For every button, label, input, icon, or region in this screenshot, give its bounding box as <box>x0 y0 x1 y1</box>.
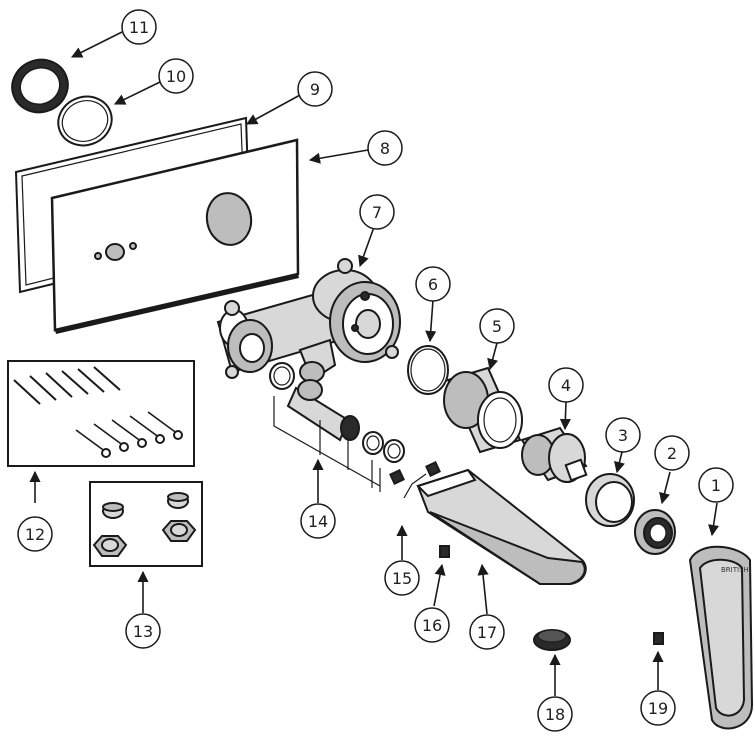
part-17-spout <box>416 468 587 585</box>
part-5-sleeve <box>443 366 523 454</box>
callout-1-label: 1 <box>711 476 721 495</box>
callout-7-label: 7 <box>372 203 382 222</box>
part-13-fittings-box <box>89 481 203 567</box>
part-10-thin-ring <box>57 95 113 147</box>
part-15-grub-screw <box>389 461 441 499</box>
callout-11-label: 11 <box>129 18 149 37</box>
callout-13-label: 13 <box>133 622 153 641</box>
callout-10: 10 <box>158 58 194 94</box>
callout-5: 5 <box>479 308 515 344</box>
part-16-small-screw <box>439 545 450 558</box>
callout-15-label: 15 <box>392 569 412 588</box>
callout-14: 14 <box>300 503 336 539</box>
callout-3-label: 3 <box>618 426 628 445</box>
callout-18-label: 18 <box>545 705 565 724</box>
callout-8: 8 <box>367 130 403 166</box>
callout-8-label: 8 <box>380 139 390 158</box>
handle-logo: BRITISH <box>721 566 749 574</box>
part-12-fixings-box <box>7 360 195 467</box>
callout-4-label: 4 <box>561 376 571 395</box>
callout-16-label: 16 <box>422 616 442 635</box>
wall-plug-set <box>13 366 121 405</box>
part-3-collar <box>585 473 635 527</box>
callout-15: 15 <box>384 560 420 596</box>
callout-10-label: 10 <box>166 67 186 86</box>
callout-17-label: 17 <box>477 623 497 642</box>
callout-2-label: 2 <box>667 444 677 463</box>
callout-3: 3 <box>605 417 641 453</box>
callout-16: 16 <box>414 607 450 643</box>
callout-12-label: 12 <box>25 525 45 544</box>
callout-11: 11 <box>121 9 157 45</box>
callout-6: 6 <box>415 266 451 302</box>
leader-lines <box>29 31 720 696</box>
screw-set <box>75 411 183 458</box>
part-2-nut <box>634 509 676 555</box>
callout-2: 2 <box>654 435 690 471</box>
part-18-cap <box>533 629 571 651</box>
part-7-valve-body <box>216 258 401 383</box>
callout-4: 4 <box>548 367 584 403</box>
callout-6-label: 6 <box>428 275 438 294</box>
callout-14-label: 14 <box>308 512 328 531</box>
part-1-lever-handle: BRITISH <box>688 545 754 730</box>
callout-19: 19 <box>640 690 676 726</box>
callout-18: 18 <box>537 696 573 732</box>
callout-9-label: 9 <box>310 80 320 99</box>
callout-9: 9 <box>297 71 333 107</box>
callout-17: 17 <box>469 614 505 650</box>
callout-13: 13 <box>125 613 161 649</box>
part-8-wall-plate <box>50 138 300 334</box>
part-6-o-ring <box>407 345 449 395</box>
callout-19-label: 19 <box>648 699 668 718</box>
callout-7: 7 <box>359 194 395 230</box>
part-4-cartridge <box>520 426 588 483</box>
part-19-small-screw <box>653 632 664 645</box>
part-11-ring <box>11 58 69 114</box>
callout-12: 12 <box>17 516 53 552</box>
callout-5-label: 5 <box>492 317 502 336</box>
part-14-seal-kit <box>269 362 405 492</box>
callout-1: 1 <box>698 467 734 503</box>
